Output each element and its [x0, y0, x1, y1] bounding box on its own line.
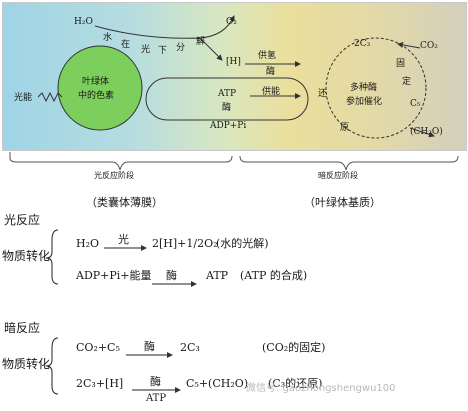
dark-brace [239, 155, 459, 171]
h-label: [H] [226, 57, 241, 67]
dark-eq2-cond2: ATP [146, 393, 167, 404]
light-eq2-cond: 酶 [166, 269, 177, 282]
supply-h-label: 供氢 [258, 51, 277, 61]
water-split-2: 在 [121, 40, 131, 50]
dark-eq1-cond: 酶 [144, 340, 155, 353]
light-eq1-right: 2[H]+1/2O₂ [152, 237, 218, 250]
pigment-label-2: 中的色素 [78, 91, 115, 101]
water-split-4: 下 [158, 46, 168, 56]
water-split-6: 解 [196, 37, 206, 47]
water-split-arrow [94, 15, 235, 39]
watermark: 微信号: gaozhongshengwu100 [246, 383, 396, 394]
enzymes-center-2: 参加催化 [346, 97, 383, 107]
light-brace [9, 152, 233, 171]
light-eq2-note: (ATP 的合成) [240, 269, 308, 282]
o2-label: O₂ [226, 17, 237, 27]
dark-reaction-heading: 暗反应 [4, 321, 41, 335]
supply-h-enzyme: 酶 [266, 67, 276, 77]
fix-label-1: 固 [396, 59, 406, 69]
dark-group-brace [45, 337, 59, 395]
thylakoid-caption: （类囊体薄膜） [86, 196, 163, 209]
light-group-brace [45, 229, 59, 285]
pigment-circle [57, 45, 143, 131]
atp-label: ATP [218, 89, 237, 99]
light-zigzag [37, 91, 63, 103]
h2o-label: H₂O [74, 17, 93, 27]
light-eq1-left: H₂O [76, 237, 100, 250]
dark-eq2-cond: 酶 [150, 375, 161, 388]
adp-pi-label: ADP+Pi [210, 121, 247, 131]
light-eq1-note: (水的光解) [216, 237, 269, 250]
fix-label-2: 定 [402, 77, 412, 87]
light-eq2-left: ADP+Pi+能量 [76, 269, 152, 282]
reduce-label-1: 还 [318, 89, 328, 99]
dark-eq1-note: (CO₂的固定) [262, 341, 326, 354]
dark-eq1-left: CO₂+C₅ [76, 341, 120, 354]
light-stage-label: 光反应阶段 [94, 171, 134, 180]
co2-label: CO₂ [420, 41, 438, 51]
reduce-label-2: 原 [340, 123, 350, 133]
c3-label: 2C₃ [354, 39, 371, 49]
c5-label: C₅ [410, 99, 421, 109]
water-split-5: 分 [176, 43, 186, 53]
enzyme-label: 酶 [222, 103, 232, 113]
light-energy-label: 光能 [14, 93, 33, 103]
light-eq1-cond: 光 [118, 233, 129, 246]
h-arrow [199, 37, 223, 61]
calvin-cycle [325, 37, 427, 139]
dark-eq1-right: 2C₃ [180, 341, 200, 354]
water-split-3: 光 [141, 45, 151, 55]
light-group-label: 物质转化 [2, 249, 51, 263]
enzymes-center-1: 多种酶 [350, 83, 378, 93]
dark-stage-label: 暗反应阶段 [318, 171, 358, 180]
light-eq2-right: ATP [206, 269, 229, 282]
stroma-caption: （叶绿体基质） [304, 196, 381, 209]
ch2o-label: (CH₂O) [410, 127, 443, 137]
dark-group-label: 物质转化 [2, 357, 51, 371]
water-split-1: 水 [103, 33, 113, 43]
dark-eq2-note: (C₃的还原) [268, 377, 323, 390]
pigment-label-1: 叶绿体 [82, 77, 110, 87]
dark-eq2-right: C₅+(CH₂O) [186, 377, 249, 390]
ch2o-arrow [409, 127, 435, 138]
dark-eq2-left: 2C₃+[H] [76, 377, 124, 390]
supply-energy-label: 供能 [262, 87, 281, 97]
atp-cycle [145, 77, 309, 121]
light-reaction-heading: 光反应 [4, 213, 41, 227]
co2-arrow [397, 41, 421, 49]
